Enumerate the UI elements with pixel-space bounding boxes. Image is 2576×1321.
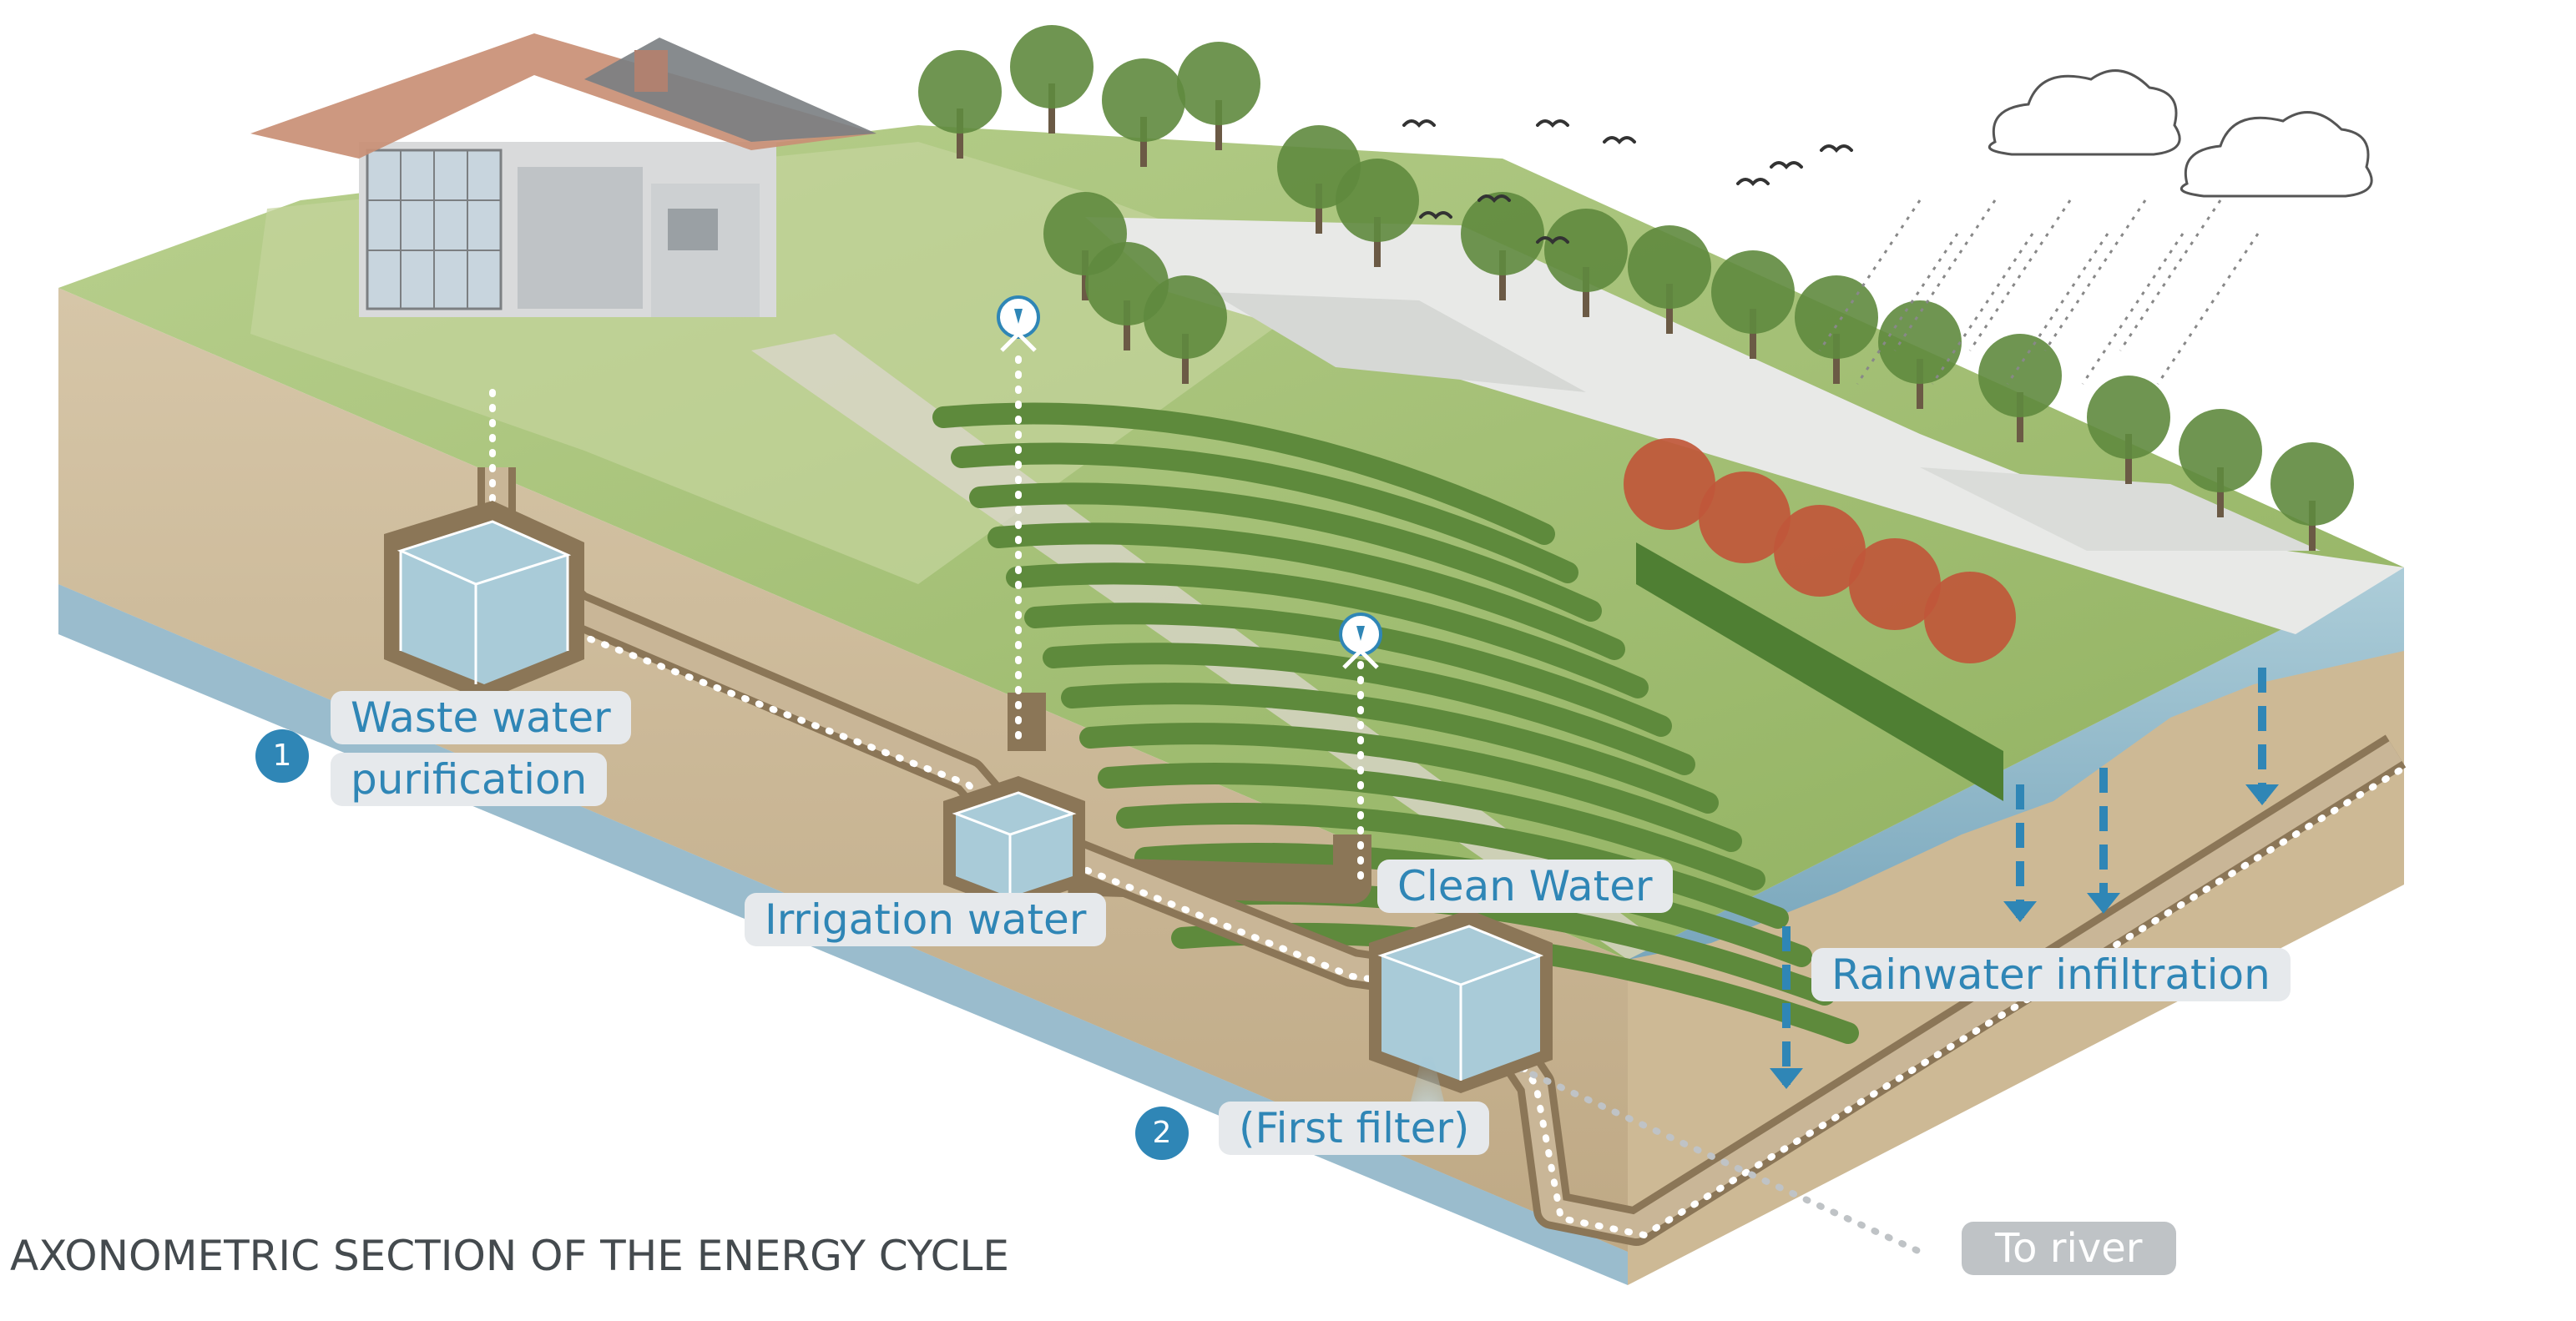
bird bbox=[1736, 178, 1770, 186]
crop-row bbox=[1043, 643, 1695, 775]
tree-canopy bbox=[1795, 275, 1878, 359]
bird bbox=[1419, 211, 1452, 219]
bird bbox=[1820, 144, 1853, 153]
crop-row bbox=[969, 482, 1602, 622]
birds bbox=[1402, 119, 1853, 245]
infiltration-arrows bbox=[1782, 668, 2266, 1085]
crop-row bbox=[987, 522, 1625, 660]
bird bbox=[1536, 119, 1569, 128]
rain-streak bbox=[2006, 233, 2109, 385]
cloud-icon bbox=[2179, 111, 2373, 198]
bird bbox=[1770, 161, 1803, 169]
bird bbox=[1536, 236, 1569, 245]
crop-row bbox=[932, 402, 1555, 545]
tree-canopy bbox=[1461, 192, 1544, 275]
irrigation-tank bbox=[943, 776, 1085, 910]
bird bbox=[1603, 136, 1636, 144]
rain-streak bbox=[1893, 199, 1997, 351]
crop-row bbox=[1006, 562, 1649, 698]
rain-streak bbox=[2119, 199, 2222, 351]
waste-water-tank bbox=[384, 501, 584, 701]
autumn-tree-row bbox=[1624, 438, 2016, 663]
bird bbox=[1477, 194, 1511, 203]
diagram-caption: AXONOMETRIC SECTION OF THE ENERGY CYCLE bbox=[10, 1232, 1009, 1280]
crop-rows bbox=[932, 402, 1859, 1044]
tree-canopy bbox=[1711, 250, 1795, 334]
autumn-tree bbox=[1774, 505, 1866, 597]
autumn-tree bbox=[1624, 438, 1715, 530]
tree-canopy bbox=[1010, 25, 1094, 108]
crop-row bbox=[1079, 723, 1742, 852]
label-to-river: To river bbox=[1962, 1222, 2176, 1275]
rain-streak bbox=[1931, 233, 2034, 385]
rain-streak bbox=[1856, 233, 1959, 385]
label-first-filter: (First filter) bbox=[1219, 1102, 1490, 1155]
tree-line bbox=[918, 25, 2354, 551]
house bbox=[250, 33, 876, 317]
bird bbox=[1402, 119, 1436, 128]
crop-row bbox=[1061, 683, 1719, 814]
rain-streak bbox=[2043, 199, 2147, 351]
rain-streak bbox=[1968, 199, 2072, 351]
crop-row bbox=[1116, 803, 1789, 929]
tree-canopy bbox=[2270, 442, 2354, 526]
rain-streak bbox=[2081, 233, 2185, 385]
tree-canopy bbox=[1978, 334, 2062, 417]
rain-streak bbox=[2156, 233, 2260, 385]
tree-canopy bbox=[1878, 300, 1962, 384]
sprinkler-icon bbox=[1339, 613, 1382, 669]
label-irrigation-water: Irrigation water bbox=[745, 893, 1107, 946]
rain-streak bbox=[1818, 199, 1922, 351]
tree-canopy bbox=[1177, 42, 1260, 125]
tree-canopy bbox=[918, 50, 1002, 134]
arrow-heads bbox=[1770, 784, 2279, 1089]
label-rainwater-infiltration: Rainwater infiltration bbox=[1811, 948, 2291, 1001]
autumn-tree bbox=[1699, 471, 1791, 563]
tree-canopy bbox=[1277, 125, 1361, 209]
step-badge-1: 1 bbox=[255, 729, 309, 783]
crop-row bbox=[1098, 763, 1765, 890]
crop-row bbox=[951, 442, 1578, 583]
tree-canopy bbox=[1144, 275, 1227, 359]
tree-canopy bbox=[2179, 409, 2262, 492]
tree-canopy bbox=[2087, 376, 2170, 459]
autumn-tree bbox=[1849, 538, 1941, 630]
sprinkler-icon bbox=[997, 295, 1040, 352]
label-purification: purification bbox=[331, 753, 608, 806]
step-badge-2: 2 bbox=[1135, 1107, 1189, 1160]
label-clean-water: Clean Water bbox=[1377, 860, 1673, 913]
terraced-plaza bbox=[1085, 217, 2404, 634]
label-waste-water: Waste water bbox=[331, 691, 631, 744]
hedge bbox=[1636, 542, 2003, 801]
tree-canopy bbox=[1544, 209, 1628, 292]
cloud-icon bbox=[1988, 69, 2181, 156]
tree-canopy bbox=[1628, 225, 1711, 309]
rain-clouds bbox=[1818, 69, 2373, 385]
tree-canopy bbox=[1102, 58, 1185, 142]
autumn-tree bbox=[1924, 572, 2016, 663]
